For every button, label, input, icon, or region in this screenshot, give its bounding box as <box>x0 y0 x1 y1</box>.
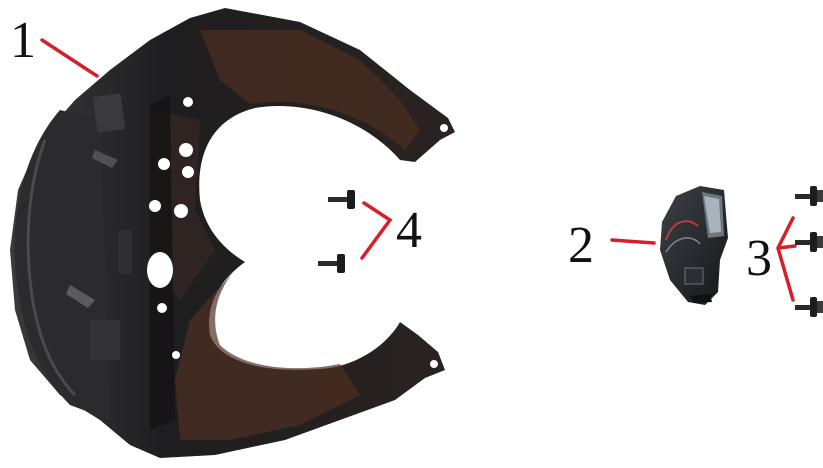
callout-1: 1 <box>10 12 36 69</box>
leader-line-3 <box>778 218 795 300</box>
screw-icon <box>795 232 823 252</box>
callout-4: 4 <box>396 202 422 259</box>
leader-line-4 <box>362 203 390 258</box>
screw-icon <box>328 190 355 209</box>
speedometer-instrument-icon <box>660 186 728 305</box>
screw-icon <box>318 254 345 273</box>
leader-line-2 <box>612 240 654 243</box>
screw-icon <box>795 297 823 317</box>
leader-line-1 <box>42 40 97 76</box>
headlight-cowl-bracket-icon <box>10 8 455 458</box>
screw-icon <box>795 186 823 206</box>
callout-3: 3 <box>746 230 772 287</box>
callout-2: 2 <box>568 217 594 274</box>
